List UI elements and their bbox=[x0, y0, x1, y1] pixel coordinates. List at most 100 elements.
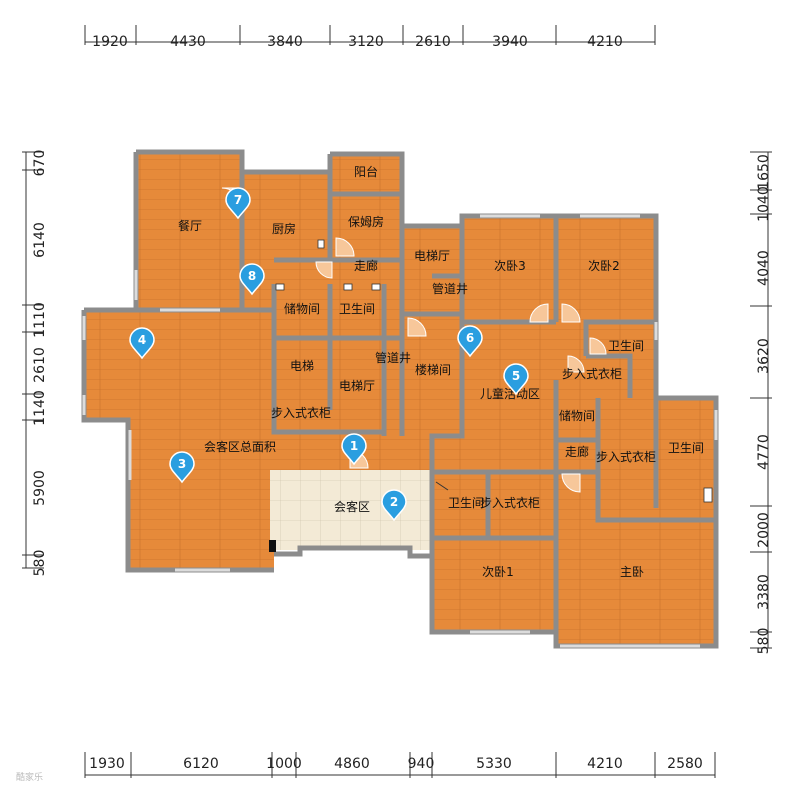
dim-top-1: 1920 bbox=[92, 34, 128, 50]
dim-right-7: 3380 bbox=[756, 574, 772, 610]
marker-number: 8 bbox=[248, 269, 256, 283]
dim-right-2: 1040 bbox=[756, 186, 772, 222]
marker-pin-5[interactable]: 5 bbox=[503, 363, 529, 396]
windows bbox=[82, 214, 718, 648]
dim-top-2: 4430 bbox=[170, 34, 206, 50]
dim-bottom-2: 6120 bbox=[183, 756, 219, 772]
floor-reception-tile bbox=[270, 470, 432, 550]
dim-left-2: 6140 bbox=[32, 222, 48, 258]
dim-right-1: 1650 bbox=[756, 154, 772, 190]
label-pipe-shaft-center: 管道井 bbox=[375, 350, 411, 365]
label-bedroom-3: 次卧3 bbox=[494, 259, 526, 273]
dim-right-4: 3620 bbox=[756, 338, 772, 374]
right-dimension-labels: 1650 1040 4040 3620 4770 2000 3380 580 bbox=[756, 154, 772, 654]
dim-top-6: 3940 bbox=[492, 34, 528, 50]
viewpoint-markers: 1 2 3 4 5 6 7 8 bbox=[129, 187, 529, 522]
marker-number: 6 bbox=[466, 331, 474, 345]
marker-pin-8[interactable]: 8 bbox=[239, 263, 265, 296]
label-kitchen: 厨房 bbox=[272, 221, 296, 236]
label-kids-area: 儿童活动区 bbox=[480, 386, 540, 401]
marker-number: 2 bbox=[390, 495, 398, 509]
dim-left-4: 2610 bbox=[32, 347, 48, 383]
bottom-ticks bbox=[84, 752, 716, 778]
label-corridor-north: 走廊 bbox=[354, 258, 378, 273]
label-walkin-south: 步入式衣柜 bbox=[480, 495, 540, 510]
top-dimension-labels: 1920 4430 3840 3120 2610 3940 4210 bbox=[92, 34, 623, 50]
left-dimension-labels: 670 6140 1110 2610 1140 5900 580 bbox=[32, 150, 48, 577]
label-reception-total: 会客区总面积 bbox=[204, 439, 276, 454]
marker-number: 1 bbox=[350, 439, 358, 453]
label-bathroom-master: 卫生间 bbox=[668, 441, 704, 455]
label-elevator-hall-north: 电梯厅 bbox=[414, 249, 450, 263]
label-nanny-room: 保姆房 bbox=[348, 214, 384, 229]
dim-top-4: 3120 bbox=[348, 34, 384, 50]
label-walkin-east: 步入式衣柜 bbox=[562, 366, 622, 381]
label-reception: 会客区 bbox=[334, 499, 370, 514]
marker-pin-1[interactable]: 1 bbox=[341, 433, 367, 466]
dim-top-7: 4210 bbox=[587, 34, 623, 50]
floor-balcony bbox=[332, 154, 402, 194]
label-stairwell: 楼梯间 bbox=[415, 362, 451, 377]
floor-west-living bbox=[84, 310, 274, 420]
dim-bottom-5: 940 bbox=[408, 756, 435, 772]
label-master-bedroom: 主卧 bbox=[620, 565, 644, 579]
floor-bedroom1 bbox=[432, 536, 556, 632]
dimension-lines bbox=[22, 25, 772, 778]
floor-elev-hall-n bbox=[402, 226, 462, 276]
marker-number: 7 bbox=[234, 193, 242, 207]
floor-south-bath bbox=[432, 470, 556, 540]
label-elevator-hall-center: 电梯厅 bbox=[339, 379, 375, 393]
marker-pin-2[interactable]: 2 bbox=[381, 489, 407, 522]
bottom-dimension-labels: 1930 6120 1000 4860 940 5330 4210 2580 bbox=[89, 756, 703, 772]
dim-top-3: 3840 bbox=[267, 34, 303, 50]
label-bedroom-1: 次卧1 bbox=[482, 565, 514, 579]
dim-bottom-3: 1000 bbox=[266, 756, 302, 772]
floor-bedroom3 bbox=[462, 216, 556, 322]
label-corridor-east: 走廊 bbox=[565, 444, 589, 459]
label-walkin-master: 步入式衣柜 bbox=[596, 449, 656, 464]
dim-right-5: 4770 bbox=[756, 434, 772, 470]
right-ticks bbox=[750, 151, 772, 649]
marker-pin-7[interactable]: 7 bbox=[225, 187, 251, 220]
marker-pin-6[interactable]: 6 bbox=[457, 325, 483, 358]
dim-bottom-7: 4210 bbox=[587, 756, 623, 772]
dim-left-6: 5900 bbox=[32, 470, 48, 506]
dim-left-5: 1140 bbox=[32, 390, 48, 426]
dim-right-6: 2000 bbox=[756, 512, 772, 548]
left-ticks bbox=[22, 151, 44, 569]
label-walkin-west: 步入式衣柜 bbox=[271, 405, 331, 420]
marker-pin-4[interactable]: 4 bbox=[129, 327, 155, 360]
marker-pin-3[interactable]: 3 bbox=[169, 451, 195, 484]
floor-east-mid bbox=[554, 398, 716, 508]
label-bathroom-south: 卫生间 bbox=[448, 496, 484, 510]
floor-bedroom2 bbox=[556, 216, 656, 322]
label-storage-east: 储物间 bbox=[559, 408, 595, 423]
label-bathroom-center: 卫生间 bbox=[339, 302, 375, 316]
floors bbox=[84, 154, 716, 646]
dim-bottom-8: 2580 bbox=[667, 756, 703, 772]
top-ticks bbox=[84, 25, 656, 45]
marker-number: 4 bbox=[138, 333, 146, 347]
label-storage-north: 储物间 bbox=[284, 301, 320, 316]
label-bedroom-2: 次卧2 bbox=[588, 259, 620, 273]
dim-left-1: 670 bbox=[32, 150, 48, 177]
floor-dining bbox=[136, 154, 242, 310]
room-labels: 阳台 保姆房 餐厅 厨房 走廊 电梯厅 管道井 次卧3 次卧2 储物间 卫生间 … bbox=[178, 164, 704, 579]
fixtures bbox=[269, 239, 713, 552]
dim-bottom-6: 5330 bbox=[476, 756, 512, 772]
dim-top-5: 2610 bbox=[415, 34, 451, 50]
label-pipe-shaft-north: 管道井 bbox=[432, 281, 468, 296]
label-elevator: 电梯 bbox=[290, 359, 314, 373]
dim-left-7: 580 bbox=[32, 550, 48, 577]
dim-left-3: 1110 bbox=[32, 302, 48, 338]
marker-number: 5 bbox=[512, 369, 520, 383]
label-bathroom-east: 卫生间 bbox=[608, 339, 644, 353]
label-balcony: 阳台 bbox=[354, 164, 378, 179]
dim-right-8: 580 bbox=[756, 628, 772, 655]
floor-master bbox=[556, 506, 716, 646]
label-dining: 餐厅 bbox=[178, 218, 202, 233]
walls bbox=[81, 149, 719, 649]
dim-right-3: 4040 bbox=[756, 250, 772, 286]
floor-reception-west bbox=[128, 410, 274, 570]
